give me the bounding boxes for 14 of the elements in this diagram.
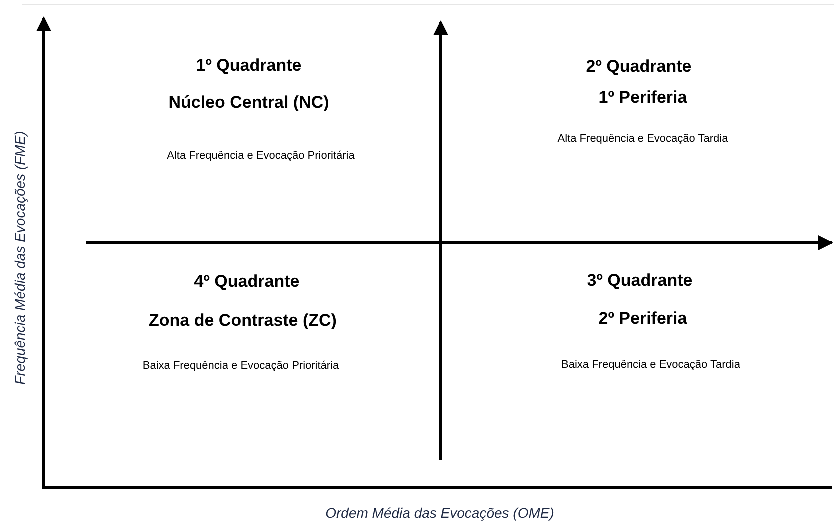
quadrant-title: 3º Quadrante [587, 271, 693, 291]
quadrant-subtitle: Núcleo Central (NC) [168, 93, 330, 113]
quadrant-subtitle: Zona de Contraste (ZC) [149, 311, 337, 331]
y-axis-label: Frequência Média das Evocações (FME) [12, 131, 28, 385]
quadrant-title: 2º Quadrante [586, 57, 692, 77]
x-axis-label: Ordem Média das Evocações (OME) [326, 505, 554, 521]
quadrant-description: Baixa Frequência e Evocação Prioritária [142, 360, 340, 372]
quadrant-subtitle: 2º Periferia [598, 309, 688, 329]
quadrant-description: Baixa Frequência e Evocação Tardia [562, 359, 740, 371]
quadrant-description: Alta Frequência e Evocação Prioritária [167, 150, 355, 162]
quadrant-description: Alta Frequência e Evocação Tardia [558, 133, 728, 145]
quadrant-title: 4º Quadrante [194, 272, 300, 292]
quadrant-subtitle: 1º Periferia [598, 88, 688, 108]
quadrant-title: 1º Quadrante [196, 56, 302, 76]
